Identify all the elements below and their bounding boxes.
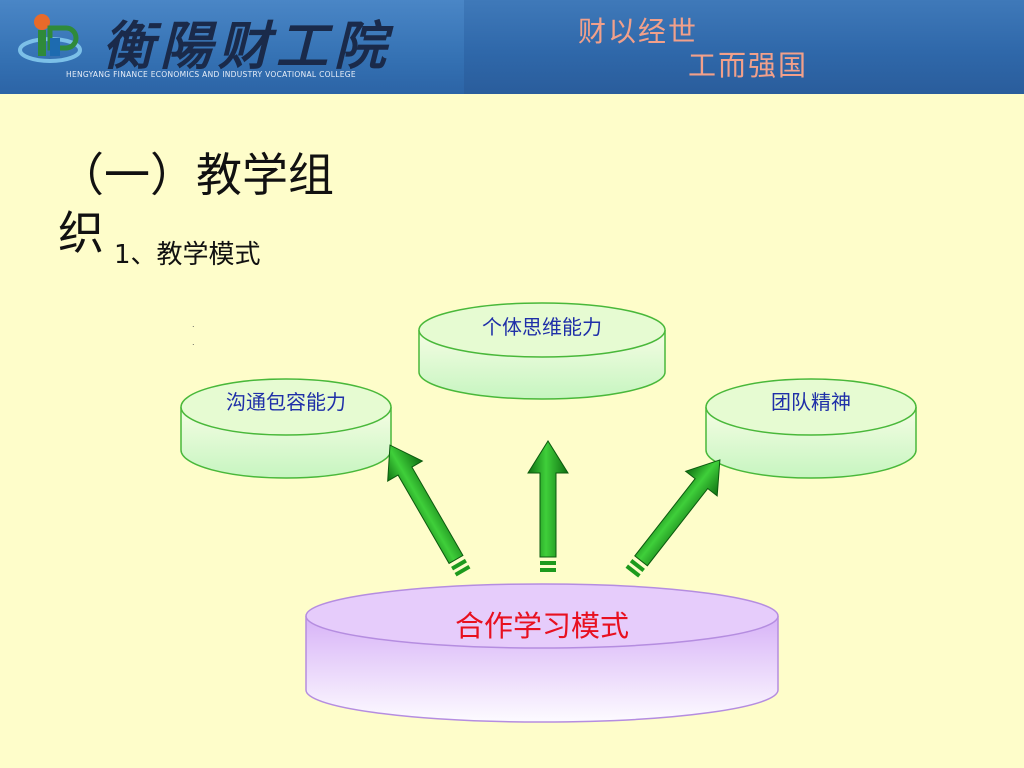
- cylinder-left: [180, 378, 392, 479]
- cylinder-center: [418, 302, 666, 400]
- label-individual-thinking: 个体思维能力: [482, 315, 602, 339]
- cylinder-base: [305, 583, 779, 723]
- motto-line-2: 工而强国: [688, 49, 809, 82]
- arrow-up-right-icon: [625, 459, 721, 578]
- label-team-spirit: 团队精神: [771, 390, 851, 414]
- label-cooperative-learning: 合作学习模式: [454, 609, 629, 643]
- motto-line-1: 财以经世: [578, 15, 699, 48]
- arrow-up-center-icon: [527, 440, 569, 572]
- college-name-english: HENGYANG FINANCE ECONOMICS AND INDUSTRY …: [66, 70, 356, 79]
- stray-dot: .: [192, 338, 195, 347]
- section-heading: （一）教学组织: [58, 148, 334, 260]
- section-subheading: 1、教学模式: [114, 240, 261, 270]
- arrow-up-left-icon: [387, 444, 471, 577]
- header-banner: 衡陽财工院 HENGYANG FINANCE ECONOMICS AND IND…: [0, 0, 1024, 94]
- cylinder-right: [705, 378, 917, 479]
- college-name: 衡陽财工院: [102, 16, 393, 77]
- stray-dot: .: [192, 320, 195, 329]
- header-left-panel: 衡陽财工院 HENGYANG FINANCE ECONOMICS AND IND…: [0, 0, 464, 94]
- college-logo-icon: [18, 14, 82, 63]
- label-communication-tolerance: 沟通包容能力: [226, 390, 346, 414]
